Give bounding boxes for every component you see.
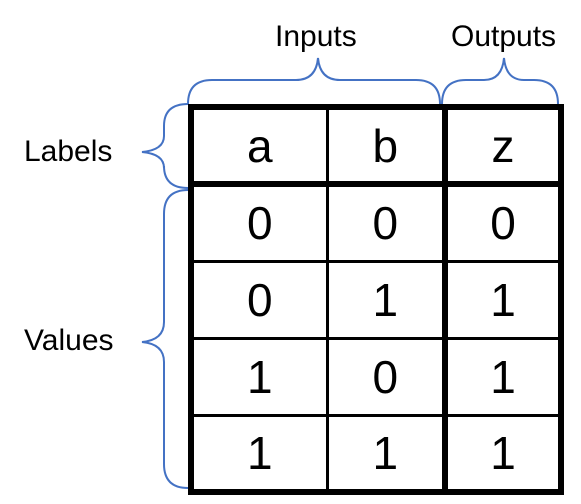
table-cell: 0 (443, 182, 564, 263)
header-cell-b: b (325, 104, 448, 187)
table-header-row: a b z (188, 104, 564, 187)
outputs-brace (441, 57, 559, 105)
table-cell: 0 (325, 182, 448, 263)
table-cell: 1 (188, 336, 329, 417)
table-cell: 0 (188, 259, 329, 340)
table-cell: 1 (443, 413, 564, 495)
labels-label: Labels (24, 135, 113, 168)
table-cell: 0 (188, 182, 329, 263)
table-cell: 1 (443, 336, 564, 417)
table-row: 0 0 0 (188, 182, 564, 263)
table-row: 1 1 1 (188, 413, 564, 495)
table-row: 1 0 1 (188, 336, 564, 417)
header-cell-a: a (188, 104, 329, 187)
table-cell: 1 (188, 413, 329, 495)
table-cell: 1 (443, 259, 564, 340)
table-cell: 1 (325, 259, 448, 340)
outputs-label: Outputs (451, 20, 557, 53)
header-cell-z: z (443, 104, 564, 187)
inputs-label: Inputs (275, 20, 357, 53)
table-row: 0 1 1 (188, 259, 564, 340)
inputs-brace (187, 57, 441, 105)
table-cell: 1 (325, 413, 448, 495)
table-cell: 0 (325, 336, 448, 417)
truth-table: a b z 0 0 0 0 1 1 1 0 1 1 1 1 (188, 104, 564, 495)
labels-brace (141, 103, 189, 189)
values-brace (141, 189, 189, 489)
values-label: Values (24, 324, 114, 357)
